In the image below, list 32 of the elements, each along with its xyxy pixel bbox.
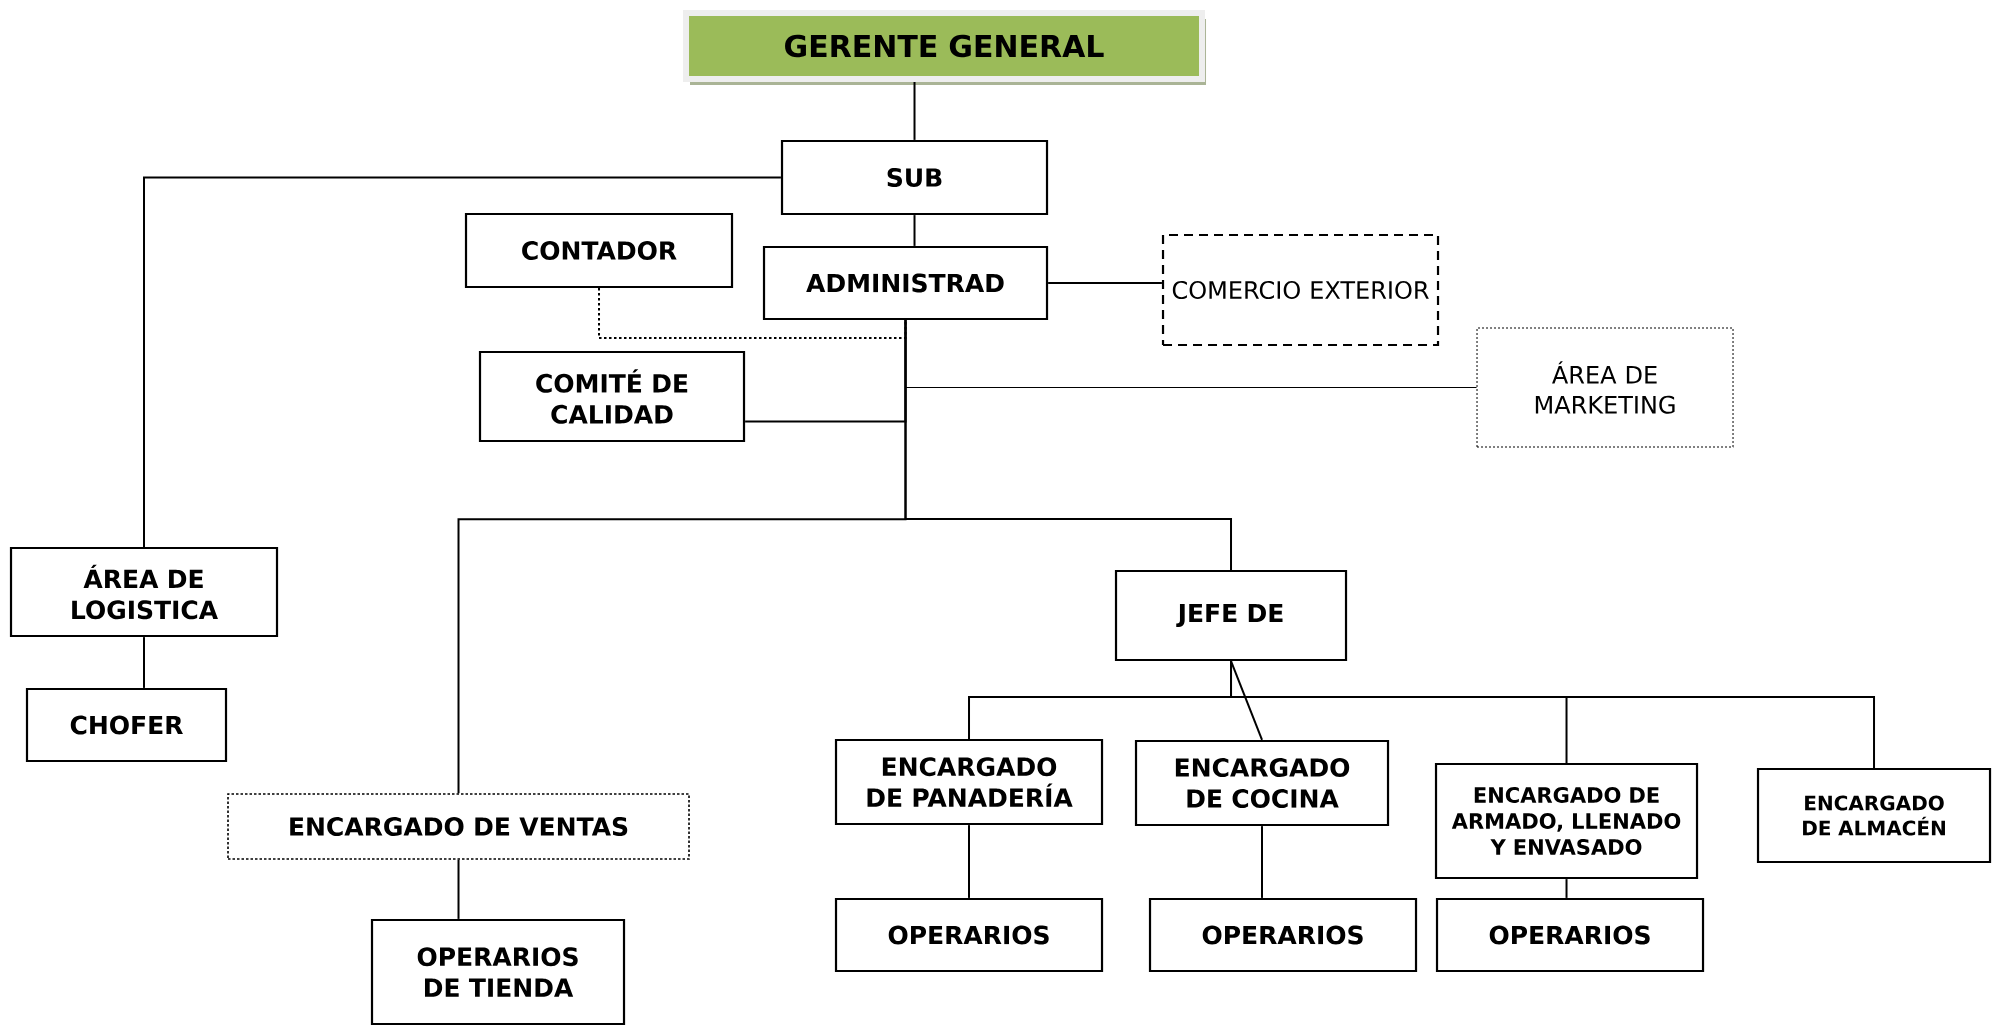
connector-line (1230, 660, 1263, 741)
connector-line (1565, 878, 1568, 899)
org-box: ENCARGADO DE COCINA (1134, 739, 1390, 827)
org-box: OPERARIOS (1148, 897, 1418, 973)
org-box: CONTADOR (464, 212, 734, 289)
org-box: ENCARGADO DE ALMACÉN (1756, 767, 1992, 864)
connector-line (143, 636, 145, 689)
org-box: ENCARGADO DE PANADERÍA (834, 738, 1104, 826)
org-box: ENCARGADO DE VENTAS (227, 793, 690, 860)
connector-line (913, 214, 916, 247)
connector-line (1230, 660, 1875, 769)
connector-line (143, 176, 782, 548)
org-box: OPERARIOS DE TIENDA (370, 918, 626, 1026)
org-box: OPERARIOS (834, 897, 1104, 973)
org-box: OPERARIOS (1435, 897, 1705, 973)
org-box: ÁREA DE LOGISTICA (9, 546, 279, 638)
connector-line (1047, 282, 1163, 284)
connector-line (904, 319, 1232, 571)
org-box: COMITÉ DE CALIDAD (478, 350, 746, 443)
org-box: SUB (780, 139, 1049, 216)
org-box: ÁREA DE MARKETING (1476, 327, 1734, 448)
org-box: ADMINISTRAD (762, 245, 1049, 321)
connector-line (913, 81, 916, 141)
connector-line (968, 824, 970, 899)
org-box: JEFE DE (1114, 569, 1348, 662)
org-box: COMERCIO EXTERIOR (1161, 233, 1440, 347)
org-box: CHOFER (25, 687, 228, 763)
org-box: ENCARGADO DE ARMADO, LLENADO Y ENVASADO (1434, 762, 1699, 880)
connector-line (457, 858, 460, 920)
title-box: GERENTE GENERAL (683, 10, 1205, 82)
connector-line (1261, 825, 1263, 899)
connector-line (598, 287, 907, 340)
